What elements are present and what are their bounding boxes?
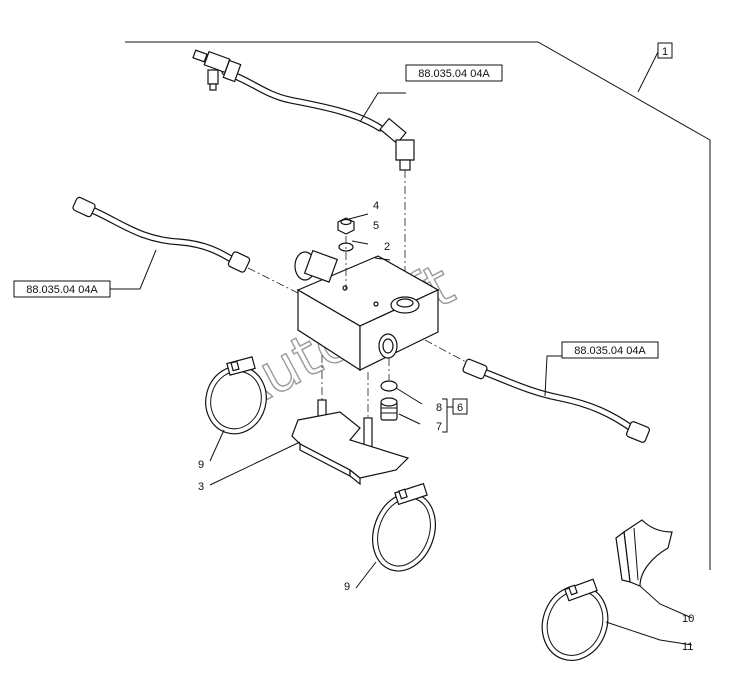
ref-box-right [561,341,659,359]
callout-3: 3 [198,481,204,493]
callout-9-lower: 9 [344,581,350,593]
callout-2: 2 [384,241,390,253]
callout-6: 6 [457,402,463,414]
nut-part-4 [337,217,355,235]
callout-bracket-6 [442,398,448,433]
callout-8: 8 [436,402,442,414]
hose-top [192,49,415,171]
ref-label-top[interactable]: 88.035.04 04A [418,68,490,80]
oring-part-8 [380,380,398,392]
hose-clamp-9-upper [205,356,267,435]
ref-label-right[interactable]: 88.035.04 04A [574,345,646,357]
callout-4: 4 [373,200,379,212]
callout-box-1 [657,42,673,59]
ref-box-top [405,64,503,82]
callout-box-6 [452,398,468,415]
callout-11: 11 [682,641,693,653]
bracket-part-3 [291,411,410,486]
callout-7: 7 [436,421,442,433]
ref-box-left [13,280,111,298]
hose-right [462,358,650,443]
callout-1: 1 [662,46,668,58]
valve-block [294,249,440,372]
ref-label-left[interactable]: 88.035.04 04A [26,284,98,296]
hose-left [72,196,251,273]
plug-part-7 [380,397,398,421]
assembly-frame-line [125,41,711,570]
hose-clamp-9-lower [372,482,436,572]
callout-9-upper: 9 [198,459,204,471]
callout-10: 10 [682,613,694,625]
support-part-10 [615,519,673,587]
callout-5: 5 [373,220,379,232]
hose-clamp-11 [541,578,609,661]
